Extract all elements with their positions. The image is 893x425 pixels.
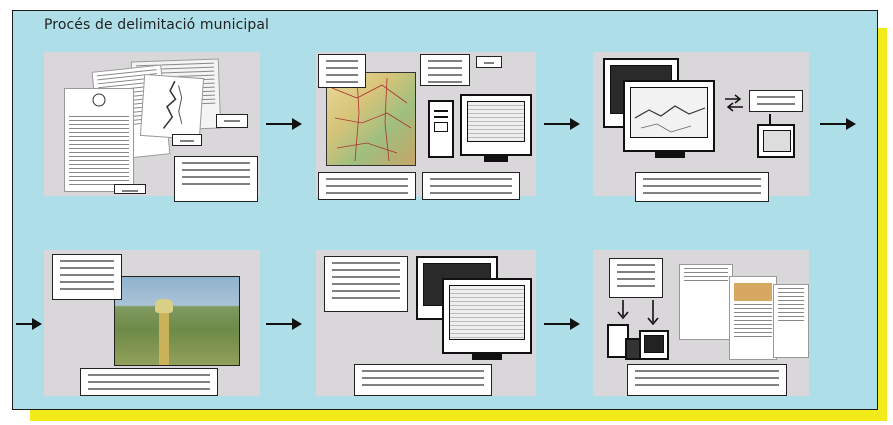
monitor-stand-icon	[472, 354, 502, 360]
computer-monitor-icon	[623, 80, 715, 152]
computer-monitor-icon	[460, 94, 532, 156]
seal-icon	[92, 93, 106, 107]
map-sketch-document	[139, 73, 205, 141]
computer-monitor-icon	[442, 278, 532, 354]
river-sketch-icon	[162, 80, 183, 129]
step-2-card	[316, 52, 536, 200]
step-1-caption-box	[174, 156, 258, 202]
monitor-stand-icon	[484, 156, 508, 162]
step-2-caption-box	[318, 172, 416, 200]
step-2-label-box	[476, 56, 502, 68]
publication-page	[679, 264, 733, 340]
step-1-label-box	[172, 134, 202, 146]
publication-page	[729, 276, 777, 360]
step-1-label-box	[216, 114, 248, 128]
step-4-caption-box	[80, 368, 218, 396]
plotter-icon	[757, 114, 795, 162]
monitor-stand-icon	[655, 152, 685, 158]
step-5-card	[316, 250, 536, 396]
step-6-caption-box	[627, 364, 787, 396]
step-1-label-box	[114, 184, 146, 194]
step-6-card	[593, 250, 809, 396]
step-6-label-box	[609, 258, 663, 298]
step-5-caption-box	[354, 364, 492, 396]
step-3-card	[593, 52, 809, 202]
flow-arrow	[266, 318, 302, 330]
flow-arrow	[16, 318, 42, 330]
exchange-arrows-icon	[725, 94, 743, 112]
official-document	[64, 88, 134, 192]
digitized-map-icon	[634, 105, 706, 133]
step-5-label-box	[324, 256, 408, 312]
field-survey-photo	[114, 276, 240, 366]
catalonia-map-image	[326, 72, 416, 166]
flow-arrow	[544, 118, 580, 130]
computer-tower-icon	[428, 100, 454, 158]
flow-arrow	[266, 118, 302, 130]
down-arrows-icon	[617, 300, 659, 326]
step-3-label-box	[749, 90, 803, 112]
step-1-card	[44, 52, 260, 202]
step-4-label-box	[52, 254, 122, 300]
step-3-caption-box	[635, 172, 769, 202]
diagram-title: Procés de delimitació municipal	[44, 17, 270, 33]
map-boundaries-icon	[331, 77, 412, 162]
flow-arrow	[820, 118, 856, 130]
flow-arrow	[544, 318, 580, 330]
step-2-label-box	[318, 54, 366, 88]
step-2-caption-box	[422, 172, 520, 200]
step-4-card	[44, 250, 260, 396]
publication-page	[773, 284, 809, 358]
computer-monitor-icon	[639, 330, 669, 360]
step-2-label-box	[420, 54, 470, 86]
